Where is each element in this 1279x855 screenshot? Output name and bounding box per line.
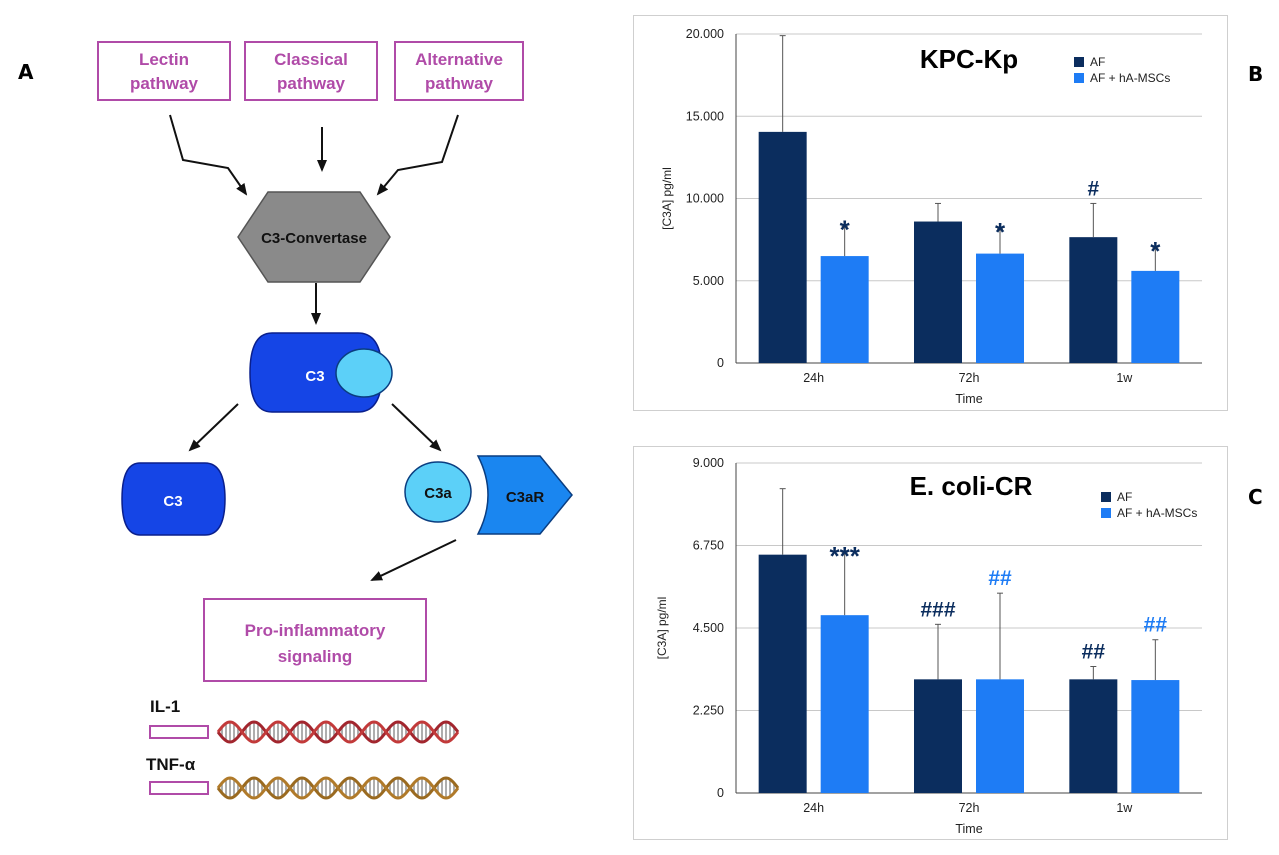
bar: [820, 615, 869, 793]
c3-convertase-hexagon: C3-Convertase: [237, 191, 391, 283]
y-tick-label: 5.000: [693, 274, 724, 288]
c3ar-receptor: C3aR: [476, 455, 573, 535]
x-tick-label: 24h: [803, 371, 824, 385]
bar: [976, 679, 1024, 793]
c3a-fragment: [335, 348, 393, 398]
complement-pathway-diagram: Lectin pathway Classical pathway Alterna…: [97, 41, 573, 800]
bar: [1131, 680, 1180, 793]
x-tick-label: 72h: [959, 801, 980, 815]
significance-mark: ##: [988, 567, 1012, 590]
bar: [1069, 679, 1118, 793]
arrow-c3ar-to-signaling: [370, 539, 457, 581]
x-tick-label: 1w: [1116, 371, 1133, 385]
panel-label-a: A: [18, 60, 34, 84]
lectin-pathway-line1: Lectin: [139, 50, 189, 69]
y-tick-label: 0: [717, 786, 724, 800]
bar: [914, 221, 962, 363]
chart-ecoli-cr: 0 2.250 4.500 6.750 9.000 E. coli-CR [C3A] pg/…: [655, 456, 1202, 836]
dna-helix-tnf-icon: [216, 776, 460, 800]
significance-mark: *: [995, 217, 1006, 247]
bar: [820, 256, 869, 363]
y-tick-label: 15.000: [686, 109, 724, 123]
significance-mark: *: [1150, 236, 1161, 266]
legend-swatch: [1074, 57, 1084, 67]
c3-top-label: C3: [305, 368, 324, 385]
bar: [914, 679, 962, 793]
panel-label-b: B: [1248, 62, 1264, 86]
chart-ecoli-cr-frame: 0 2.250 4.500 6.750 9.000 E. coli-CR [C3A] pg/…: [633, 446, 1228, 840]
significance-mark: ##: [1082, 641, 1106, 664]
legend-label: AF + hA-MSCs: [1117, 506, 1197, 520]
bar: [1131, 270, 1180, 363]
classical-pathway-line2: pathway: [277, 74, 346, 93]
signaling-line2: signaling: [278, 647, 353, 666]
c3a-label: C3a: [424, 485, 452, 502]
classical-pathway-box: Classical pathway: [244, 41, 378, 101]
arrow-lectin: [169, 114, 248, 196]
gene-il1-box: [149, 725, 209, 739]
x-axis-label: Time: [955, 822, 982, 836]
y-tick-label: 20.000: [686, 27, 724, 41]
chart-title: E. coli-CR: [910, 471, 1033, 501]
panel-label-c: C: [1248, 485, 1263, 509]
y-tick-label: 9.000: [693, 456, 724, 470]
x-tick-label: 72h: [959, 371, 980, 385]
legend-label: AF + hA-MSCs: [1090, 71, 1170, 85]
x-axis-label: Time: [955, 392, 982, 406]
dna-helix-il1-icon: [216, 720, 460, 744]
legend-label: AF: [1117, 490, 1132, 504]
legend-swatch: [1074, 73, 1084, 83]
y-tick-label: 2.250: [693, 704, 724, 718]
c3-molecule: C3: [249, 332, 393, 413]
y-axis-label: [C3A] pg/ml: [655, 597, 669, 660]
significance-mark: *: [840, 214, 851, 244]
bar: [1069, 237, 1118, 363]
significance-mark: #: [1087, 177, 1099, 200]
alternative-pathway-line1: Alternative: [415, 50, 503, 69]
chart-title: KPC-Kp: [920, 44, 1018, 74]
arrow-c3-to-c3a: [391, 403, 442, 452]
legend-label: AF: [1090, 55, 1105, 69]
gene-tnf-label: TNF-α: [146, 755, 196, 774]
y-tick-label: 4.500: [693, 621, 724, 635]
classical-pathway-line1: Classical: [274, 50, 348, 69]
alternative-pathway-box: Alternative pathway: [394, 41, 524, 101]
lectin-pathway-box: Lectin pathway: [97, 41, 231, 101]
x-tick-label: 1w: [1116, 801, 1133, 815]
c3ar-label: C3aR: [506, 489, 545, 506]
gene-tnf-box: [149, 781, 209, 795]
bar: [758, 554, 807, 793]
lectin-pathway-line2: pathway: [130, 74, 199, 93]
c3a-molecule: C3a: [404, 461, 472, 523]
arrow-alternative: [376, 114, 459, 196]
significance-mark: ###: [920, 598, 955, 621]
bar: [758, 131, 807, 363]
y-tick-label: 10.000: [686, 192, 724, 206]
signaling-line1: Pro-inflammatory: [245, 621, 386, 640]
significance-mark: ***: [829, 541, 860, 571]
legend-swatch: [1101, 492, 1111, 502]
alternative-pathway-line2: pathway: [425, 74, 494, 93]
c3-convertase-label: C3-Convertase: [261, 230, 367, 247]
c3-left-label: C3: [163, 493, 182, 510]
bar: [976, 253, 1024, 363]
y-axis-label: [C3A] pg/ml: [660, 167, 674, 230]
pro-inflammatory-box: Pro-inflammatory signaling: [203, 598, 427, 682]
significance-mark: ##: [1144, 614, 1168, 637]
c3-cleaved: C3: [121, 462, 226, 536]
y-tick-label: 0: [717, 356, 724, 370]
arrow-c3-to-c3b: [188, 403, 239, 452]
gene-il1-label: IL-1: [150, 697, 180, 716]
y-tick-label: 6.750: [693, 539, 724, 553]
x-tick-label: 24h: [803, 801, 824, 815]
legend-swatch: [1101, 508, 1111, 518]
